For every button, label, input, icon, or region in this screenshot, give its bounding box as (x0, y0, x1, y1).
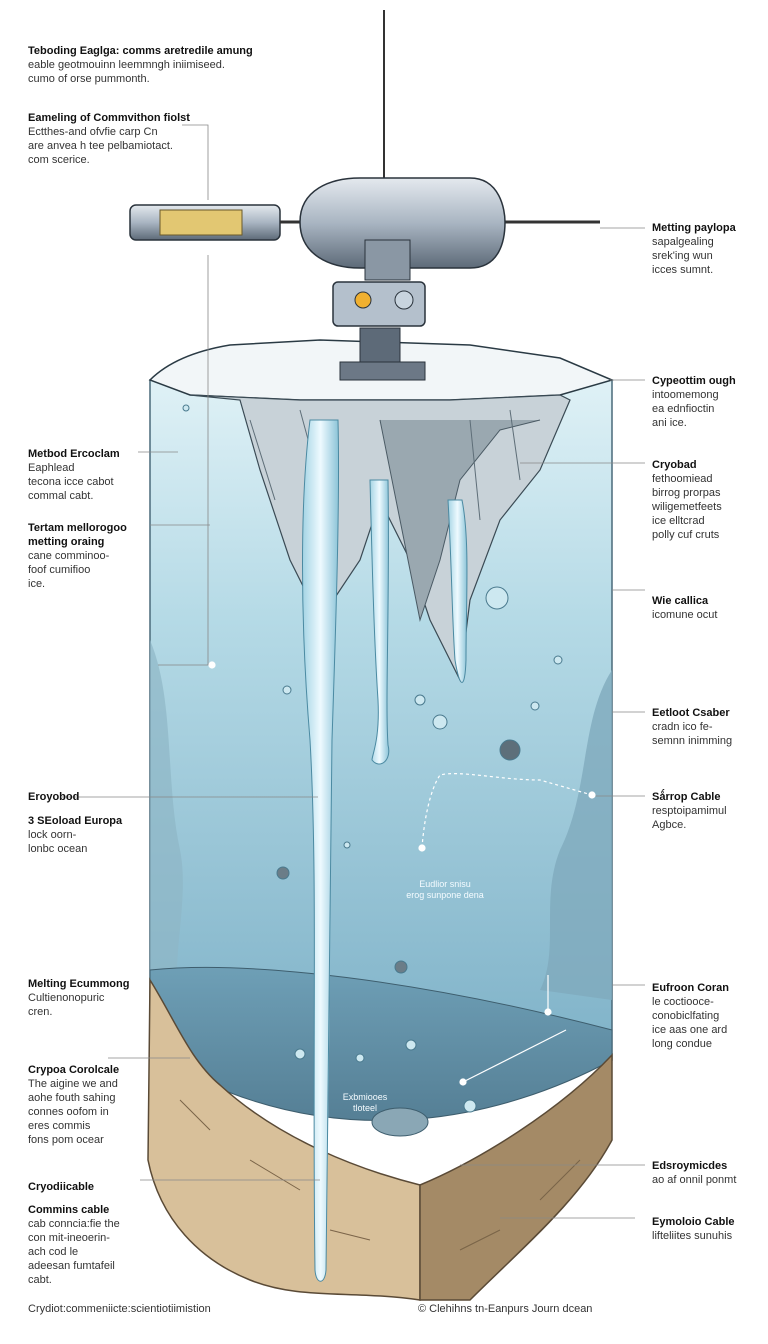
right-label-6: Sǻrrop Cable resptoipamimul Agbce. (652, 791, 727, 831)
label-desc: eable geotmouinn leemmngh iniimiseed. cu… (28, 59, 225, 85)
left-label-5: Eroyobod (28, 791, 80, 803)
left-label-4: Tertam mellorogoo metting oraing cane co… (28, 522, 127, 590)
right-label-4: Wie callica icomune ocut (652, 595, 718, 621)
left-label-1: Teboding Eaglga: comms aretredile amung … (28, 44, 288, 86)
subsurface-ocean (149, 967, 613, 1137)
right-label-1: Metting paylopa sapalgealing srek'ing wu… (652, 222, 736, 276)
inner-note-ocean: Eudlior snisu erog sunpone dena (406, 879, 484, 900)
label-title: Teboding Eaglga: comms aretredile amung (28, 45, 253, 57)
right-label-7: Eufroon Coran le coctiooce- conobiclfati… (652, 982, 729, 1050)
left-label-9: Cryodiicable (28, 1181, 95, 1193)
left-label-7: Melting Ecummong Cultienonopuric cren. (28, 978, 130, 1018)
inner-pointers (208, 661, 596, 1086)
left-label-8: Crypoa Corolcale The aigine we and aohe … (28, 1064, 120, 1146)
right-label-5: Eetloot Csaber cradn ico fe- semnn inimm… (652, 707, 733, 747)
right-label-2: Cypeottim ough intoomemong ea ednfioctin… (652, 375, 736, 429)
inner-note-seafloor: Exbmiooes tloteel (342, 1092, 388, 1113)
right-label-3: Cryobad fethoomiead birrog prorpas wilig… (652, 459, 722, 541)
meltwater-stream (302, 419, 468, 1282)
right-label-8: Edsroymicdes ao af onnil ponmt (652, 1160, 737, 1186)
surface-probe (129, 10, 600, 381)
leader-lines (62, 124, 645, 1219)
rocky-seafloor (147, 977, 613, 1301)
left-label-2: Eameling of Commvithon fiolst Ectthes-an… (28, 112, 190, 166)
footer-copyright: © Clehihns tn-Eanpurs Journ dcean (418, 1303, 593, 1315)
left-label-6: 3 SEoload Europa lock oorn- lonbc ocean (28, 815, 123, 855)
left-label-3: Metbod Ercoclam Eaphlead tecona icce cab… (28, 448, 120, 502)
left-label-10: Commins cable cab conncia:fie the con mi… (28, 1204, 120, 1286)
footer-left-caption: Crydiot:commeniicte:scientiotiimistion (28, 1303, 211, 1315)
right-label-9: Eymoloio Cable lifteliites sunuhis (652, 1216, 735, 1242)
water-bubbles (182, 404, 563, 1113)
